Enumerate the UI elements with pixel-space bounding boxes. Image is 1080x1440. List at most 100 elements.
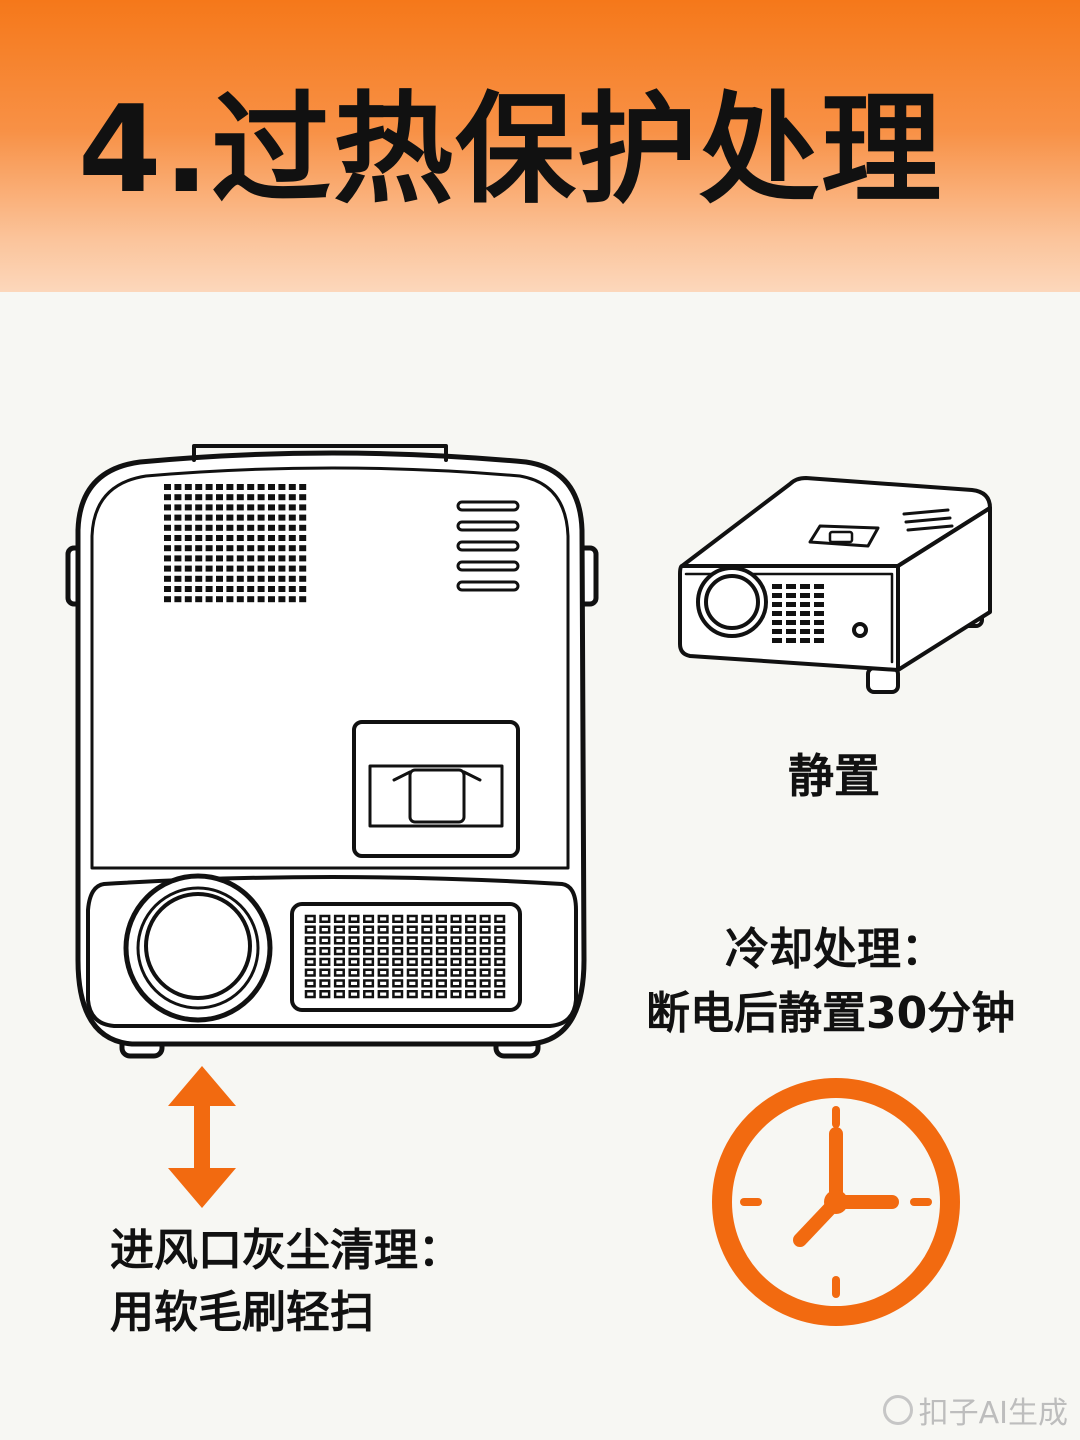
- front-vent-slot: [479, 914, 491, 923]
- small-vent-slot: [800, 584, 810, 589]
- front-vent-slot: [363, 990, 375, 999]
- small-vent-slot: [814, 602, 824, 607]
- vent-hole: [236, 575, 244, 582]
- vent-hole: [195, 555, 203, 562]
- vent-hole: [278, 596, 286, 603]
- front-vent-slot: [304, 947, 316, 956]
- vent-hole: [226, 586, 234, 592]
- vent-hole: [195, 504, 203, 511]
- vent-hole: [164, 535, 171, 541]
- vent-hole: [216, 535, 223, 541]
- vent-hole: [174, 524, 182, 531]
- vent-hole: [226, 545, 234, 552]
- vent-hole: [174, 555, 182, 562]
- front-vent-slot: [494, 957, 506, 966]
- front-vent-slot: [304, 914, 316, 923]
- front-vent-slot: [377, 936, 389, 945]
- vent-hole: [164, 504, 171, 511]
- front-vent-slot: [435, 925, 447, 934]
- vent-hole: [257, 494, 265, 501]
- vent-hole: [257, 545, 265, 552]
- vent-hole: [288, 545, 296, 552]
- vent-hole: [205, 555, 213, 562]
- vent-hole: [236, 586, 244, 592]
- vent-hole: [184, 545, 192, 552]
- vent-hole: [299, 504, 307, 511]
- front-vent-slot: [494, 968, 506, 977]
- vent-hole: [195, 524, 203, 531]
- vent-hole: [278, 545, 286, 552]
- vent-hole: [257, 575, 265, 582]
- front-vent-slot: [392, 990, 404, 999]
- vent-hole: [288, 535, 296, 541]
- vent-hole: [257, 596, 265, 603]
- front-vent-slot: [377, 947, 389, 956]
- front-vent-slot: [494, 936, 506, 945]
- vent-hole: [226, 524, 234, 531]
- front-vent-slot: [435, 914, 447, 923]
- small-vent-slot: [772, 584, 782, 589]
- vent-hole: [174, 565, 182, 572]
- front-vent-slot: [479, 990, 491, 999]
- rest-label: 静置: [788, 749, 880, 803]
- small-vent-slot: [814, 611, 824, 616]
- small-vent-slot: [814, 620, 824, 625]
- small-vent-slot: [786, 602, 796, 607]
- vent-hole: [205, 575, 213, 582]
- vent-hole: [226, 555, 234, 562]
- front-vent-slot: [377, 914, 389, 923]
- vent-hole: [278, 555, 286, 562]
- front-vent-slot: [465, 925, 477, 934]
- small-vent-slot: [772, 629, 782, 634]
- vent-hole: [257, 514, 265, 521]
- vent-hole: [164, 586, 171, 592]
- front-vent-slot: [465, 936, 477, 945]
- vent-hole: [299, 565, 307, 572]
- vent-hole: [205, 504, 213, 511]
- vent-hole: [278, 514, 286, 521]
- small-vent-slot: [800, 611, 810, 616]
- front-vent-slot: [333, 914, 345, 923]
- vent-hole: [288, 494, 296, 501]
- vent-hole: [205, 484, 213, 490]
- vent-hole: [247, 504, 255, 511]
- front-vent-slot: [421, 936, 433, 945]
- vent-hole: [268, 596, 275, 603]
- front-vent-slot: [479, 936, 491, 945]
- front-vent-slot: [392, 979, 404, 988]
- vent-hole: [164, 514, 171, 521]
- cooling-heading: 冷却处理：: [725, 924, 945, 975]
- small-vent-slot: [772, 620, 782, 625]
- front-vent-slot: [421, 914, 433, 923]
- small-vent-slot: [786, 629, 796, 634]
- front-vent-slot: [406, 947, 418, 956]
- vent-hole: [268, 535, 275, 541]
- vent-hole: [268, 484, 275, 490]
- front-vent-slot: [348, 957, 360, 966]
- small-vent-slot: [786, 593, 796, 598]
- vent-hole: [184, 586, 192, 592]
- vent-hole: [174, 545, 182, 552]
- front-vent-slot: [435, 979, 447, 988]
- front-vent-slot: [494, 979, 506, 988]
- vent-hole: [205, 494, 213, 501]
- front-vent-slot: [377, 925, 389, 934]
- vent-hole: [278, 524, 286, 531]
- page-title: 4.过热保护处理: [78, 81, 944, 220]
- vent-hole: [278, 575, 286, 582]
- vent-hole: [216, 545, 223, 552]
- vent-hole: [205, 514, 213, 521]
- front-vent-slot: [494, 947, 506, 956]
- front-vent-slot: [348, 925, 360, 934]
- front-vent-slot: [304, 936, 316, 945]
- small-vent-slot: [786, 611, 796, 616]
- vent-hole: [268, 545, 275, 552]
- front-vent-slot: [363, 936, 375, 945]
- vent-hole: [288, 484, 296, 490]
- vent-hole: [236, 504, 244, 511]
- vent-hole: [184, 524, 192, 531]
- vent-hole: [299, 514, 307, 521]
- vent-hole: [205, 545, 213, 552]
- vent-hole: [184, 555, 192, 562]
- watermark-text: 扣子AI生成: [918, 1396, 1068, 1431]
